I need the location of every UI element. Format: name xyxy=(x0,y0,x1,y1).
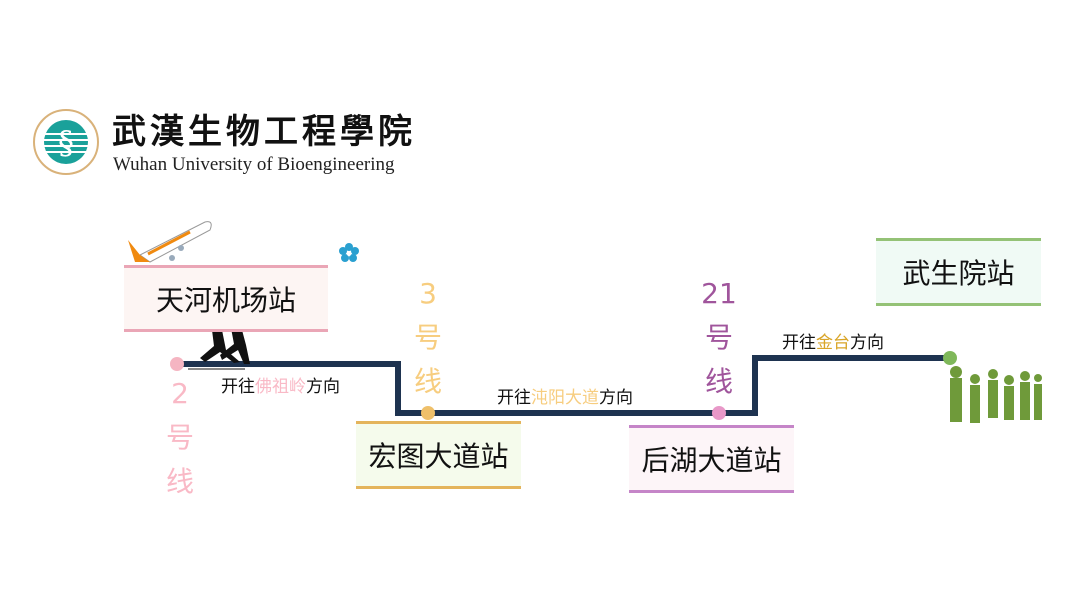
flower-icon xyxy=(339,243,359,262)
line-21-label: 21 号 线 xyxy=(699,272,739,404)
line-char: 线 xyxy=(704,365,733,398)
station-wushengyuan: 武生院站 xyxy=(876,238,1041,306)
station-houhu-avenue: 后湖大道站 xyxy=(629,425,794,493)
direction-suffix: 方向 xyxy=(850,333,884,353)
direction-prefix: 开往 xyxy=(497,388,531,408)
direction-destination: 佛祖岭 xyxy=(255,377,306,397)
svg-text:§: § xyxy=(58,124,74,162)
line-number: 21 xyxy=(701,277,737,310)
line-char: 号 xyxy=(704,321,733,354)
airplane-icon xyxy=(128,221,212,263)
university-emblem-icon: § xyxy=(33,109,99,175)
direction-suffix: 方向 xyxy=(306,377,340,397)
line-number: 2 xyxy=(171,377,189,410)
logo-name-en: Wuhan University of Bioengineering xyxy=(113,154,395,175)
direction-fozuling: 开往佛祖岭方向 xyxy=(221,372,340,397)
crowd-icon xyxy=(950,366,1042,423)
station-dot-tianhe xyxy=(170,357,184,371)
direction-prefix: 开往 xyxy=(221,377,255,397)
direction-jintai: 开往金台方向 xyxy=(782,328,884,353)
logo-name-cn: 武漢生物工程學院 xyxy=(112,112,416,152)
direction-suffix: 方向 xyxy=(599,388,633,408)
station-tianhe-airport: 天河机场站 xyxy=(124,265,328,332)
direction-destination: 沌阳大道 xyxy=(531,388,599,408)
station-dot-hongtu xyxy=(421,406,435,420)
line-char: 线 xyxy=(413,365,442,398)
direction-destination: 金台 xyxy=(816,333,850,353)
line-3-label: 3 号 线 xyxy=(408,272,448,404)
line-char: 号 xyxy=(165,421,194,454)
direction-zhuanyang: 开往沌阳大道方向 xyxy=(497,383,633,408)
direction-prefix: 开往 xyxy=(782,333,816,353)
line-char: 号 xyxy=(413,321,442,354)
station-dot-houhu xyxy=(712,406,726,420)
line-char: 线 xyxy=(165,465,194,498)
station-hongtu-avenue: 宏图大道站 xyxy=(356,421,521,489)
line-2-label: 2 号 线 xyxy=(160,372,200,504)
station-dot-wushengyuan xyxy=(943,351,957,365)
line-number: 3 xyxy=(419,277,437,310)
